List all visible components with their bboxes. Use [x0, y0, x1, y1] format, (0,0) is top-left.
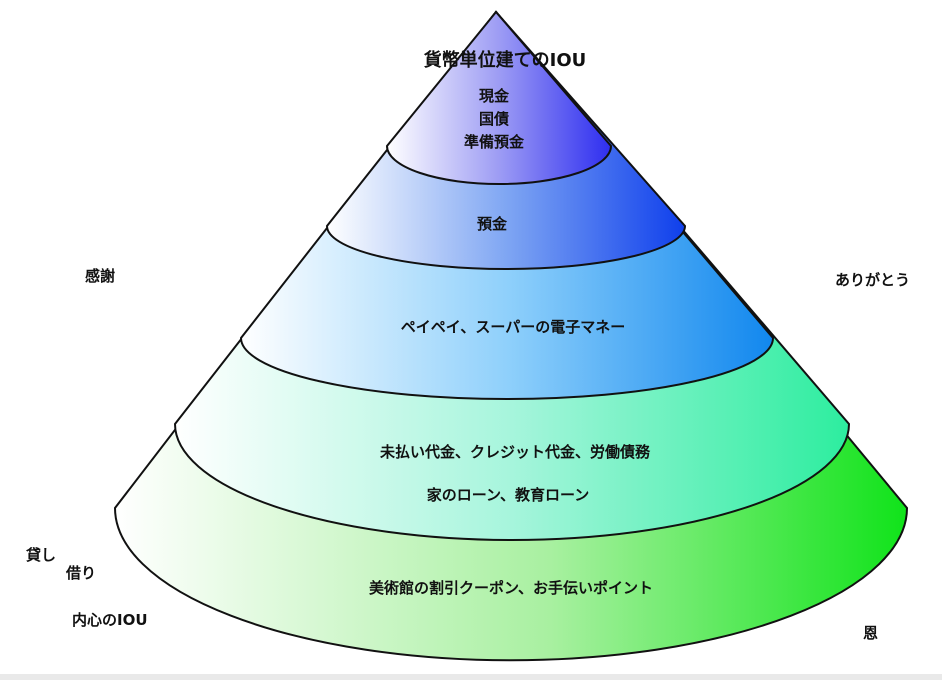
bottom-divider [0, 674, 942, 680]
tier-4-label-2: 家のローン、教育ローン [427, 486, 590, 504]
tier-4-label-1: 未払い代金、クレジット代金、労働債務 [379, 443, 651, 461]
tier-1-shape [385, 10, 613, 185]
tier-3-label: ペイペイ、スーパーの電子マネー [401, 318, 626, 336]
diagram-title: 貨幣単位建てのIOU [424, 49, 587, 71]
side-label-thanks: ありがとう [835, 271, 910, 289]
side-label-inner-iou: 内心のIOU [72, 611, 148, 629]
tier-1-label-2: 国債 [479, 110, 509, 128]
side-label-obligation: 恩 [863, 624, 878, 642]
tier-2-label: 預金 [477, 215, 508, 233]
tier-1-label-3: 準備預金 [464, 133, 525, 151]
tier-1-label-1: 現金 [479, 87, 510, 105]
side-label-lend: 貸し [26, 546, 56, 564]
tier-5-label: 美術館の割引クーポン、お手伝いポイント [369, 579, 653, 597]
side-label-borrow: 借り [65, 564, 96, 582]
side-label-gratitude: 感謝 [85, 267, 115, 285]
